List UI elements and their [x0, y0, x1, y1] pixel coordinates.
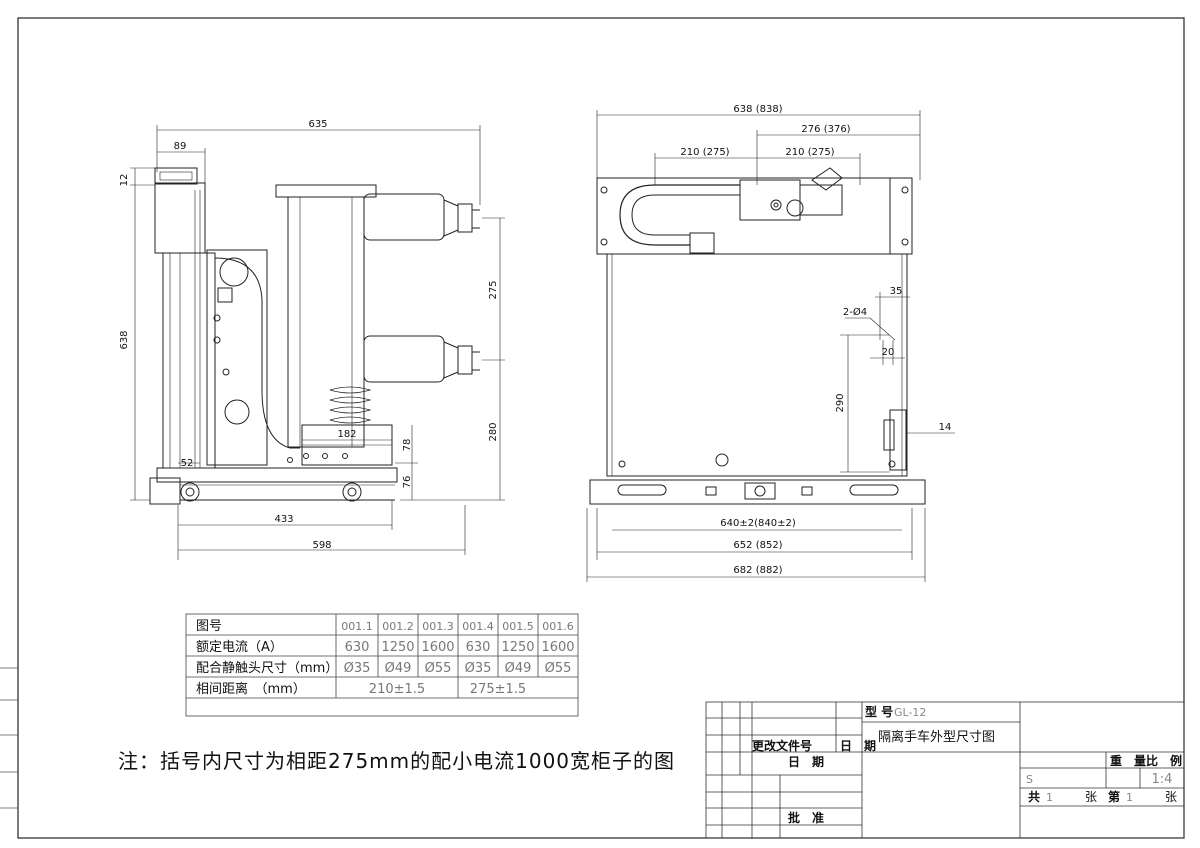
- title-block: [705, 701, 1185, 839]
- dim-640: 640±2(840±2): [720, 518, 796, 529]
- dim-78: 78: [402, 439, 413, 452]
- table-row1-col5: 1250: [501, 640, 534, 655]
- dim-598: 598: [312, 540, 331, 551]
- front-view: [589, 167, 926, 505]
- page-value: 1: [1126, 791, 1133, 804]
- dim-52: 52: [181, 458, 194, 469]
- table-row1-col3: 1600: [421, 640, 454, 655]
- dim-182: 182: [337, 429, 356, 440]
- sheets-label-b: 张: [1165, 790, 1177, 804]
- dim-652-852: 652 (852): [733, 540, 782, 551]
- table-header-col6: 001.6: [542, 620, 574, 633]
- sheets-label-a: 张: [1085, 790, 1097, 804]
- dim-20: 20: [882, 347, 895, 358]
- dim-210-275-left: 210 (275): [680, 147, 729, 158]
- table-header-col2: 001.2: [382, 620, 414, 633]
- model-label: 型 号: [865, 704, 893, 719]
- model-value: GL-12: [894, 706, 926, 719]
- side-view-dimensions: [130, 125, 505, 560]
- date-label-a: 日 期: [840, 738, 876, 753]
- table-row2-col4: Ø35: [465, 661, 492, 676]
- dim-2-holes: 2-Ø4: [843, 306, 867, 318]
- side-view-dim-labels: 635 89 12 638 275 280 182 78 76 52 433 5…: [119, 119, 499, 551]
- front-view-dim-labels: 638 (838) 276 (376) 210 (275) 210 (275) …: [680, 104, 951, 576]
- dim-12: 12: [119, 174, 130, 187]
- approve-label: 批 准: [788, 810, 824, 825]
- table-row1-col4: 630: [466, 640, 491, 655]
- dim-433: 433: [274, 514, 293, 525]
- dim-14: 14: [939, 422, 952, 433]
- dim-280: 280: [488, 422, 499, 441]
- weight-ratio-label: 重 量比 例: [1110, 753, 1182, 768]
- dim-35: 35: [890, 286, 903, 297]
- dim-635: 635: [308, 119, 327, 130]
- table-row3-label: 相间距离 （mm）: [196, 681, 306, 697]
- dim-682-882: 682 (882): [733, 565, 782, 576]
- page-label: 第: [1108, 789, 1120, 804]
- table-row1-col1: 630: [345, 640, 370, 655]
- dim-276-376: 276 (376): [801, 124, 850, 135]
- table-row1-col6: 1600: [541, 640, 574, 655]
- s-mark: S: [1026, 773, 1033, 786]
- table-row2-col6: Ø55: [545, 661, 572, 676]
- table-header-label: 图号: [196, 619, 222, 634]
- table-header-col3: 001.3: [422, 620, 454, 633]
- ratio-value: 1:4: [1152, 772, 1173, 787]
- table-row2-col3: Ø55: [425, 661, 452, 676]
- spec-table: [185, 613, 579, 717]
- change-doc-label: 更改文件号: [752, 738, 812, 753]
- dim-76: 76: [402, 476, 413, 489]
- dim-290: 290: [835, 393, 846, 412]
- table-header-col5: 001.5: [502, 620, 534, 633]
- table-row2-col2: Ø49: [385, 661, 412, 676]
- table-row2-col5: Ø49: [505, 661, 532, 676]
- table-row3-left: 210±1.5: [369, 682, 425, 697]
- dim-638: 638: [119, 330, 130, 349]
- title-block-text: 型 号 GL-12 隔离手车外型尺寸图 更改文件号 日 期 日 期 重 量比 例…: [752, 704, 1182, 825]
- drawing-name: 隔离手车外型尺寸图: [878, 729, 995, 745]
- dim-275: 275: [488, 280, 499, 299]
- dim-89: 89: [174, 141, 187, 152]
- table-header-col4: 001.4: [462, 620, 494, 633]
- left-margin-strip: [0, 667, 18, 809]
- table-row2-label: 配合静触头尺寸（mm）: [196, 661, 338, 676]
- total-label: 共: [1028, 789, 1040, 804]
- table-row2-col1: Ø35: [344, 661, 371, 676]
- spec-table-text: 图号 001.1 001.2 001.3 001.4 001.5 001.6 额…: [196, 619, 575, 697]
- front-view-dimensions: [586, 110, 955, 582]
- total-value: 1: [1046, 791, 1053, 804]
- table-row3-right: 275±1.5: [470, 682, 526, 697]
- table-header-col1: 001.1: [341, 620, 373, 633]
- date-label-b: 日 期: [788, 754, 824, 769]
- dim-210-275-right: 210 (275): [785, 147, 834, 158]
- table-row1-col2: 1250: [381, 640, 414, 655]
- side-view: [149, 167, 480, 505]
- dim-638-838: 638 (838): [733, 104, 782, 115]
- sheet-border: [17, 17, 1185, 839]
- table-row1-label: 额定电流（A）: [196, 640, 283, 655]
- drawing-note: 注：括号内尺寸为相距275mm的配小电流1000宽柜子的图: [118, 749, 675, 773]
